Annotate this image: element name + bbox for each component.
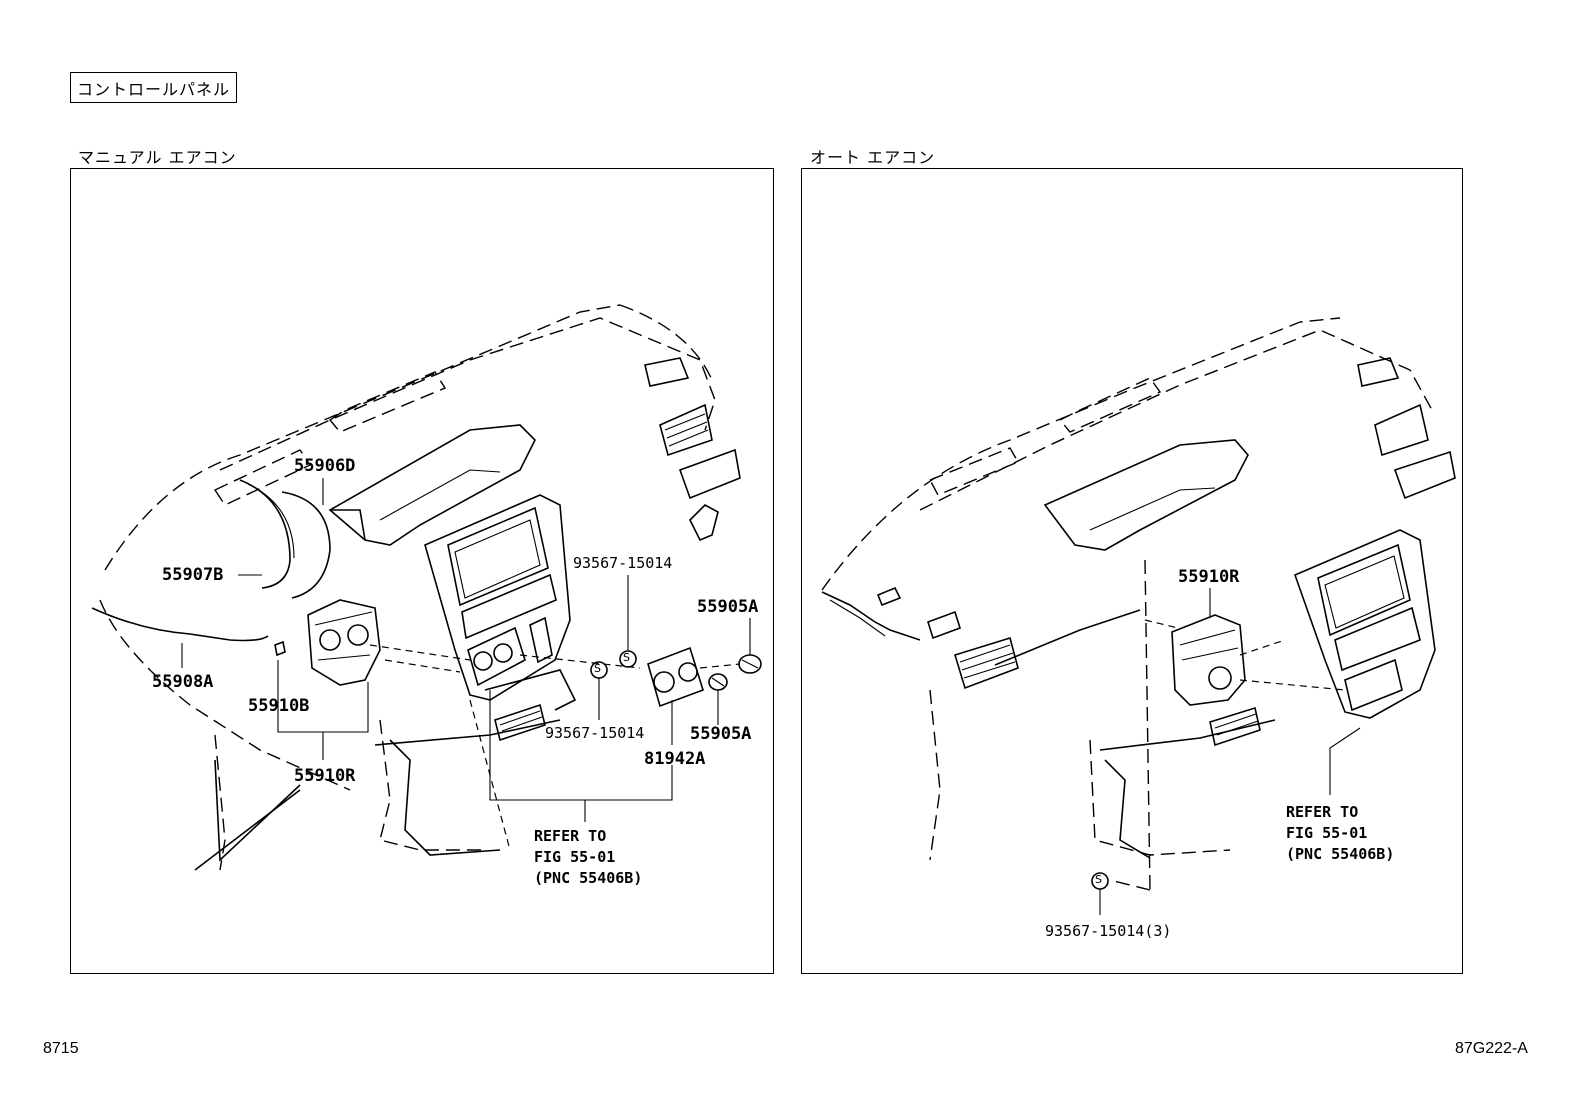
refer-line: (PNC 55406B) — [1286, 845, 1395, 863]
refer-line: FIG 55-01 — [1286, 824, 1368, 842]
refer-line: (PNC 55406B) — [534, 869, 643, 887]
left-panel-title: マニュアル エアコン — [78, 148, 237, 167]
callout-93567-top: 93567-15014 — [573, 554, 673, 572]
screw-symbol: S — [623, 651, 630, 664]
right-panel-title: オート エアコン — [810, 148, 936, 167]
callout-55907b: 55907B — [162, 565, 224, 585]
callout-55910r-left: 55910R — [294, 766, 356, 786]
callout-55908a: 55908A — [152, 672, 214, 692]
footer-left-code: 8715 — [43, 1040, 79, 1057]
right-diagram-panel — [801, 168, 1463, 974]
screw-symbol: S — [594, 662, 601, 675]
callout-81942a: 81942A — [644, 749, 706, 769]
callout-55905a-top: 55905A — [697, 597, 759, 617]
refer-note-right: REFER TO FIG 55-01 (PNC 55406B) — [1286, 802, 1394, 865]
screw-symbol: S — [1095, 873, 1102, 886]
callout-55906d: 55906D — [294, 456, 356, 476]
callout-55910r-right: 55910R — [1178, 567, 1240, 587]
callout-55910b: 55910B — [248, 696, 310, 716]
footer-right-code: 87G222-A — [1455, 1040, 1528, 1057]
refer-line: FIG 55-01 — [534, 848, 616, 866]
refer-line: REFER TO — [1286, 803, 1359, 821]
right-dashboard-drawing — [821, 317, 1456, 915]
left-diagram-panel — [70, 168, 774, 974]
callout-55905a-bottom: 55905A — [690, 724, 752, 744]
callout-93567-bottom: 93567-15014 — [545, 724, 645, 742]
callout-93567-right: 93567-15014(3) — [1045, 922, 1172, 940]
section-heading: コントロールパネル — [70, 72, 238, 103]
refer-line: REFER TO — [534, 827, 607, 845]
refer-note-left: REFER TO FIG 55-01 (PNC 55406B) — [534, 826, 642, 889]
left-dashboard-drawing — [91, 304, 762, 871]
